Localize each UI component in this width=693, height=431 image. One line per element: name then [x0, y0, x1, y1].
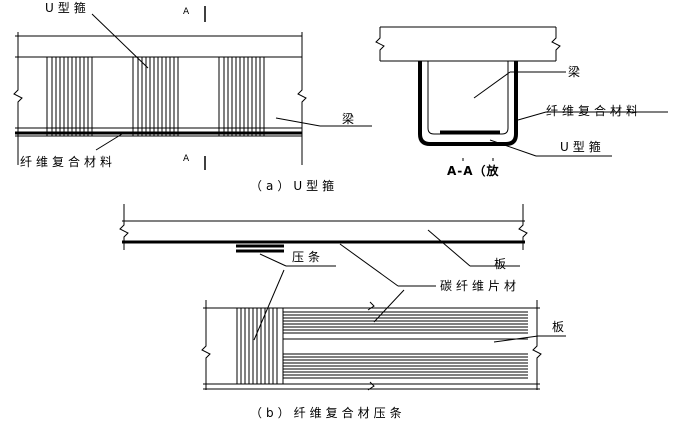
slab-plan [201, 269, 566, 391]
u-hoop-strip-2 [132, 56, 179, 137]
slab-elevation [119, 204, 528, 287]
frp-label: 纤维复合材料 [20, 155, 117, 169]
pressing-strip-label: 压条 [292, 250, 325, 264]
u-hoop-strip-1 [46, 56, 93, 137]
section-beam-label: 梁 [568, 65, 585, 79]
cfrp-sheet-top [283, 311, 528, 334]
u-hoop-strip-3 [218, 56, 265, 137]
section-u-hoop-label: U型箍 [560, 140, 605, 154]
slab-label: 板 [494, 257, 511, 271]
pressing-strip [236, 307, 284, 385]
section-a-a [375, 26, 668, 161]
u-hoop-elevation [13, 6, 372, 170]
u-hoop-label: U型箍 [45, 1, 90, 15]
caption-a: （a）U型箍 [250, 179, 339, 193]
section-title: A-A（放 [447, 164, 500, 178]
cfrp-sheet-label: 碳纤维片材 [440, 279, 521, 293]
slab-plan-label: 板 [552, 320, 569, 334]
beam-label: 梁 [342, 112, 359, 126]
section-mark-a-bottom: A [183, 154, 190, 164]
section-frp-label: 纤维复合材料 [546, 104, 643, 118]
cfrp-sheet-bottom [283, 353, 528, 379]
caption-b: （b）纤维复合材压条 [250, 406, 406, 420]
section-mark-a-top: A [183, 7, 190, 17]
